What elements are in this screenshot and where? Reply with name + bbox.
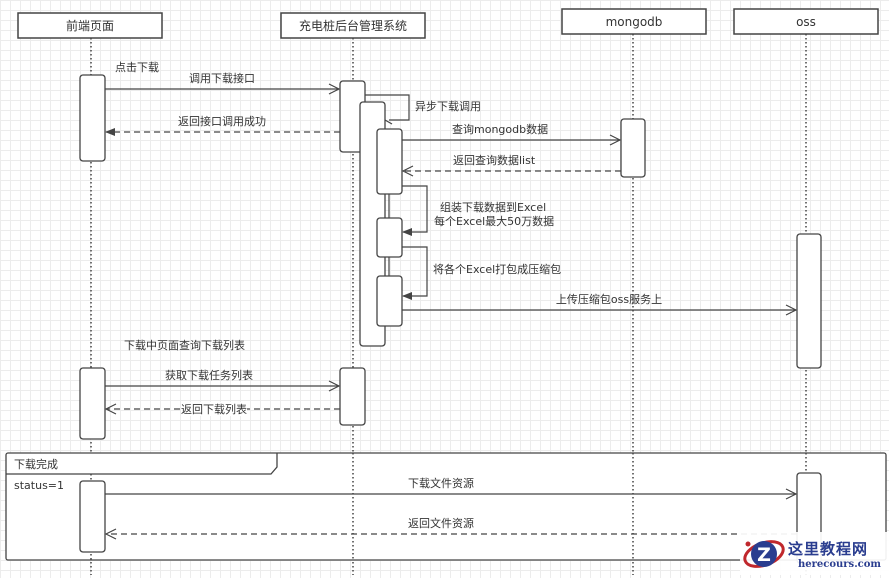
note-click-download: 点击下载 [115,61,159,74]
watermark-en: herecours.com [798,558,882,570]
participant-backend[interactable]: 充电桩后台管理系统 [280,12,426,39]
activation-backend-2 [339,367,366,426]
msg-label: 返回接口调用成功 [178,115,266,128]
watermark-cn: 这里教程网 [788,539,869,558]
msg-label: 调用下载接口 [189,72,255,85]
msg-pack-excel: 将各个Excel打包成压缩包 [433,262,561,276]
msg-label: 上传压缩包oss服务上 [556,293,662,306]
participant-label: oss [796,15,816,29]
fragment-guard: status=1 [14,479,64,492]
activation-mongodb [620,118,646,178]
msg-label: 下载文件资源 [408,476,474,490]
activation-frontend-3 [79,480,106,553]
participant-mongodb[interactable]: mongodb [561,8,707,35]
activation-frontend-2 [79,367,106,440]
msg-label: 获取下载任务列表 [165,368,253,382]
activation-backend-query [376,128,403,195]
participant-frontend[interactable]: 前端页面 [17,12,163,39]
activation-oss-1 [796,233,822,369]
fragment-title: 下载完成 [14,457,58,471]
watermark-logo-icon: Z [740,534,786,574]
svg-text:Z: Z [757,544,771,566]
self-call-async [365,94,410,121]
watermark: Z 这里教程网 herecours.com [740,532,889,575]
msg-label: 查询mongodb数据 [452,122,548,136]
fragment-download-complete[interactable]: 下载完成 status=1 [5,452,887,561]
participant-label: 前端页面 [66,18,114,33]
self-call-assemble [402,185,428,236]
msg-label: 返回下载列表 [181,402,247,416]
participant-label: 充电桩后台管理系统 [299,18,407,33]
msg-assemble-excel-line2: 每个Excel最大50万数据 [434,214,554,228]
msg-assemble-excel-line1: 组装下载数据到Excel [440,200,546,214]
activation-backend-assemble [376,217,403,258]
participant-oss[interactable]: oss [733,8,879,35]
label-bg [181,402,247,416]
async-arrow-tip [384,119,393,125]
activation-frontend-1 [79,74,106,162]
activations [79,74,822,564]
activation-backend-pack [376,275,403,327]
note-list-query: 下载中页面查询下载列表 [124,338,245,352]
msg-label: 返回查询数据list [453,153,536,167]
msg-async-download-call: 异步下载调用 [415,100,481,113]
messages: 点击下载 调用下载接口 返回接口调用成功 异步下载调用 查询mongodb数据 … [105,61,797,534]
msg-label: 返回文件资源 [408,516,474,530]
self-call-pack [402,246,428,300]
participant-label: mongodb [606,15,663,29]
